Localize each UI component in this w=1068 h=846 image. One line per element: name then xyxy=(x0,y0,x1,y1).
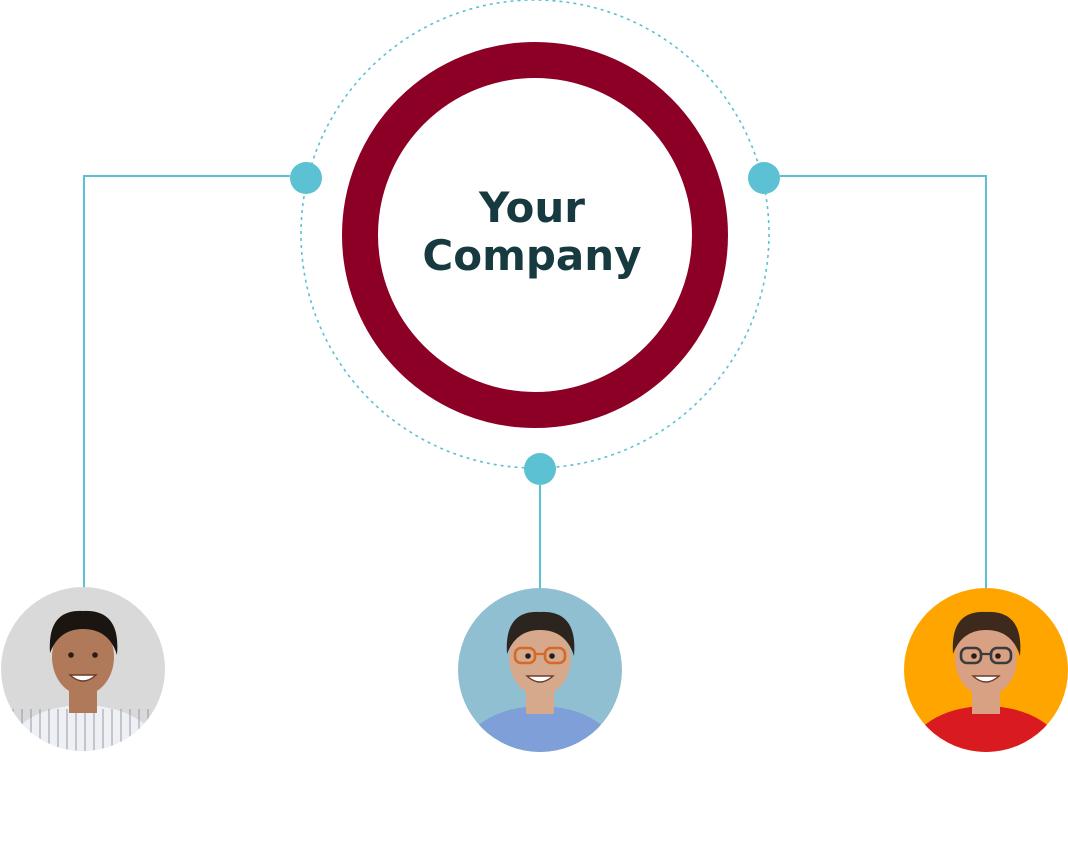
connector-node-left xyxy=(290,162,322,194)
smile xyxy=(971,675,1001,683)
person-avatar-right xyxy=(904,588,1068,752)
connector-line-left xyxy=(83,175,290,588)
eye xyxy=(68,652,74,658)
hair xyxy=(49,610,118,655)
face xyxy=(955,620,1017,696)
eye xyxy=(971,653,977,659)
glasses-lens xyxy=(513,646,537,665)
connector-line-right xyxy=(780,175,987,590)
shirt xyxy=(5,705,161,751)
face xyxy=(52,619,114,695)
shirt xyxy=(908,706,1064,752)
face xyxy=(509,620,571,696)
person-avatar-center xyxy=(458,588,622,752)
shirt xyxy=(462,706,618,752)
hair xyxy=(506,611,575,656)
connector-node-right xyxy=(748,162,780,194)
connector-node-bottom xyxy=(524,453,556,485)
connector-lines xyxy=(83,175,987,590)
eye xyxy=(92,652,98,658)
dashed-orbit-ring xyxy=(300,0,770,469)
smile xyxy=(68,674,98,682)
glasses-lens xyxy=(543,646,567,665)
glasses-lens xyxy=(959,646,983,665)
hair xyxy=(952,611,1021,656)
eye xyxy=(525,653,531,659)
center-title-line1: Your xyxy=(478,183,585,232)
eye xyxy=(995,653,1001,659)
smile xyxy=(525,675,555,683)
glasses-lens xyxy=(989,646,1013,665)
eye xyxy=(549,653,555,659)
center-title-line2: Company xyxy=(422,231,641,280)
person-avatar-left xyxy=(1,587,165,751)
company-ring xyxy=(342,42,728,428)
